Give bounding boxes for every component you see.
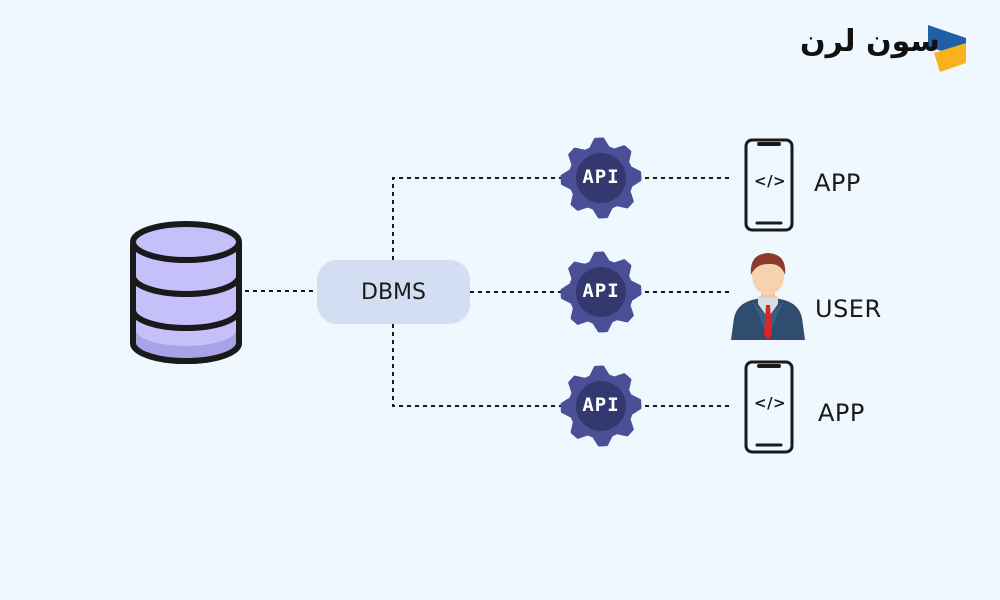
code-glyph-bottom: </> [754, 394, 787, 412]
api-gears [560, 137, 642, 447]
api-label-top: API [582, 166, 620, 188]
api-gear-icon-bottom [560, 365, 642, 447]
code-glyph-top: </> [754, 172, 787, 190]
database-icon [130, 221, 242, 364]
api-gear-icon-middle [560, 251, 642, 333]
connectors [245, 177, 733, 407]
connector-dbms-api-top [392, 177, 566, 260]
dbms-node: DBMS [317, 260, 470, 324]
logo-mark [928, 25, 966, 72]
api-label-bottom: API [582, 394, 620, 416]
smartphone-code-icon [744, 138, 794, 232]
api-gear-icon-top [560, 137, 642, 219]
client-label-app-top: APP [814, 169, 861, 197]
user-avatar-icon [731, 253, 805, 340]
client-label-user: USER [815, 295, 882, 323]
connector-dbms-api-bottom [392, 324, 566, 407]
dbms-label: DBMS [361, 279, 426, 305]
client-label-app-bottom: APP [818, 399, 865, 427]
api-label-middle: API [582, 280, 620, 302]
logo-text: سون لرن [800, 24, 940, 59]
smartphone-code-icon [744, 360, 794, 454]
